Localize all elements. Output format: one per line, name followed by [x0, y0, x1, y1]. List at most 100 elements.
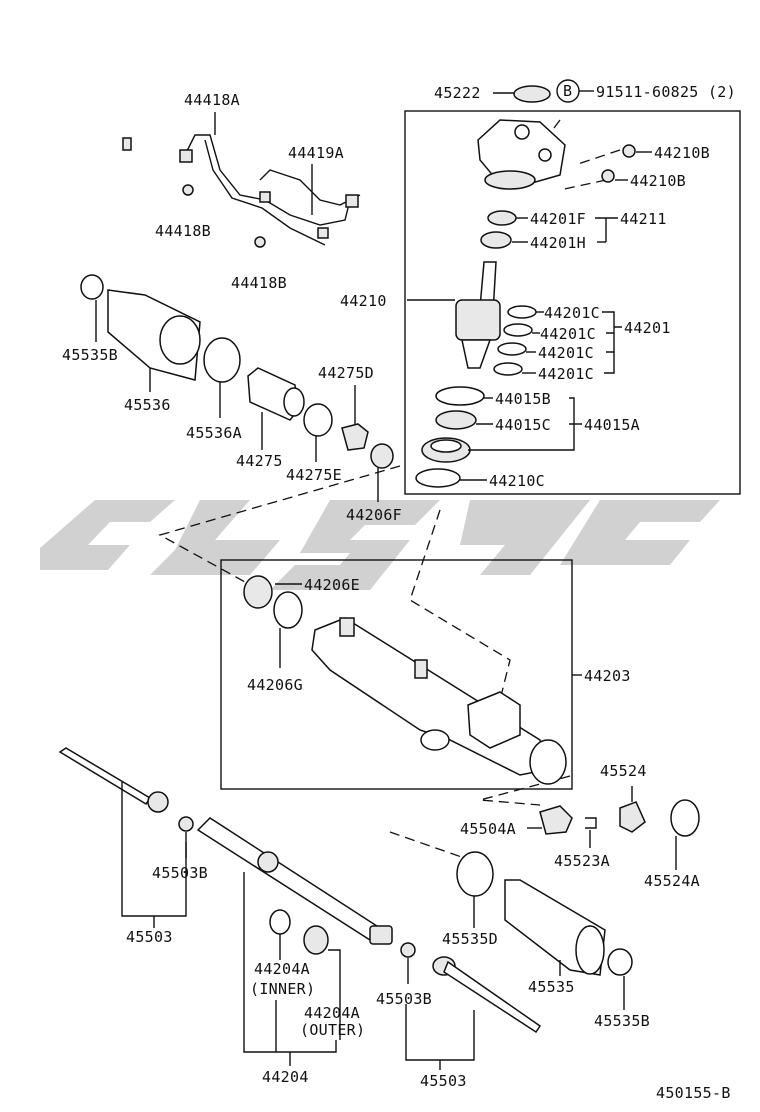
gasket-44418B-1 — [182, 184, 194, 196]
label-44204: 44204 — [262, 1068, 309, 1086]
label-44206F: 44206F — [346, 506, 402, 524]
label-44210: 44210 — [340, 292, 387, 310]
dashed-leader — [574, 149, 621, 166]
label-44201: 44201 — [624, 319, 671, 337]
label-44015A: 44015A — [584, 416, 640, 434]
label-44418B-2: 44418B — [231, 274, 287, 292]
gasket-44418B-2 — [254, 236, 266, 248]
rack-housing — [311, 617, 567, 785]
label-45222: 45222 — [434, 84, 481, 102]
watermark-logo — [40, 500, 720, 590]
label-45536: 45536 — [124, 396, 171, 414]
label-45536A: 45536A — [186, 424, 242, 442]
ring-44206F — [370, 443, 394, 469]
gear-housing-box — [404, 110, 741, 495]
ring-44201C-2 — [503, 323, 533, 337]
rack-bar — [196, 817, 393, 945]
label-44275D: 44275D — [318, 364, 374, 382]
bushing-44275 — [247, 367, 305, 421]
label-45503B-left: 45503B — [152, 864, 208, 882]
clamp-45536A — [203, 337, 241, 383]
boot-45536 — [107, 289, 201, 381]
label-44204A-inner: 44204A — [254, 960, 310, 978]
ring-44206G — [273, 591, 303, 629]
label-44201C-2: 44201C — [540, 325, 596, 343]
label-45503B-right: 45503B — [376, 990, 432, 1008]
label-45503-right: 45503 — [420, 1072, 467, 1090]
ring-44201C-1 — [507, 305, 537, 319]
ring-44275E — [303, 403, 333, 437]
washer-45503B-right — [400, 942, 416, 958]
label-44015B: 44015B — [495, 390, 551, 408]
dashed-leader — [409, 509, 511, 701]
label-44419A: 44419A — [288, 144, 344, 162]
pressure-tubes — [122, 134, 361, 246]
label-44201H: 44201H — [530, 234, 586, 252]
label-45535B-top: 45535B — [62, 346, 118, 364]
label-45524: 45524 — [600, 762, 647, 780]
label-45523A: 45523A — [554, 852, 610, 870]
label-44206E: 44206E — [304, 576, 360, 594]
clamp-45535D — [456, 851, 494, 897]
diagram-code: 450155-B — [656, 1084, 731, 1102]
label-b-marker: B — [563, 82, 572, 100]
label-44418B-1: 44418B — [155, 222, 211, 240]
ring-44201C-3 — [497, 342, 527, 356]
ring-44210C — [415, 468, 461, 488]
label-44210C: 44210C — [489, 472, 545, 490]
yoke-45524 — [619, 801, 646, 833]
label-44204A-outer: 44204A — [304, 1004, 360, 1022]
dashed-leader — [158, 465, 401, 583]
tie-rod-left — [58, 747, 169, 813]
label-45535B-bottom: 45535B — [594, 1012, 650, 1030]
ring-44201C-4 — [493, 362, 523, 376]
dashed-leader — [389, 831, 471, 861]
label-44201C-4: 44201C — [538, 365, 594, 383]
label-44201C-1: 44201C — [544, 304, 600, 322]
plug-45504A — [539, 805, 573, 835]
label-45535D: 45535D — [442, 930, 498, 948]
label-44203: 44203 — [584, 667, 631, 685]
label-44210B-2: 44210B — [630, 172, 686, 190]
ring-44204A-outer — [303, 925, 329, 955]
seal-44201H — [480, 231, 512, 249]
label-45535: 45535 — [528, 978, 575, 996]
label-44206G: 44206G — [247, 676, 303, 694]
clamp-45535B-bottom — [607, 948, 633, 976]
spring-45523A — [585, 817, 597, 829]
label-44201C-3: 44201C — [538, 344, 594, 362]
label-44275E: 44275E — [286, 466, 342, 484]
label-44210B-1: 44210B — [654, 144, 710, 162]
seal-44015C — [435, 410, 477, 430]
label-45524A: 45524A — [644, 872, 700, 890]
ring-44206E — [243, 575, 273, 609]
label-44275: 44275 — [236, 452, 283, 470]
label-44204A-inner-note: (INNER) — [250, 980, 315, 998]
washer-45503B-left — [178, 816, 194, 832]
label-91511: 91511-60825 (2) — [596, 83, 736, 101]
label-44418A: 44418A — [184, 91, 240, 109]
seal-44201F — [487, 210, 517, 226]
label-44204A-outer-note: (OUTER) — [300, 1021, 365, 1039]
bolt-44210B-2 — [601, 169, 615, 183]
valve-housing — [477, 119, 566, 190]
label-44211: 44211 — [620, 210, 667, 228]
nut-45524A — [670, 799, 700, 837]
label-44201F: 44201F — [530, 210, 586, 228]
bolt-44210B-1 — [622, 144, 636, 158]
pinion-shaft — [455, 261, 501, 369]
tie-rod-right — [432, 956, 542, 1034]
clamp-45535B-top — [80, 274, 104, 300]
dashed-leader — [559, 179, 607, 191]
label-45503-left: 45503 — [126, 928, 173, 946]
label-45504A: 45504A — [460, 820, 516, 838]
bushing-44275D — [341, 423, 369, 451]
ring-44204A-inner — [269, 909, 291, 935]
label-44015C: 44015C — [495, 416, 551, 434]
cap-45222 — [513, 85, 551, 103]
ring-44015B — [435, 386, 485, 406]
dashed-leader — [479, 775, 571, 806]
boot-45535 — [504, 879, 606, 976]
